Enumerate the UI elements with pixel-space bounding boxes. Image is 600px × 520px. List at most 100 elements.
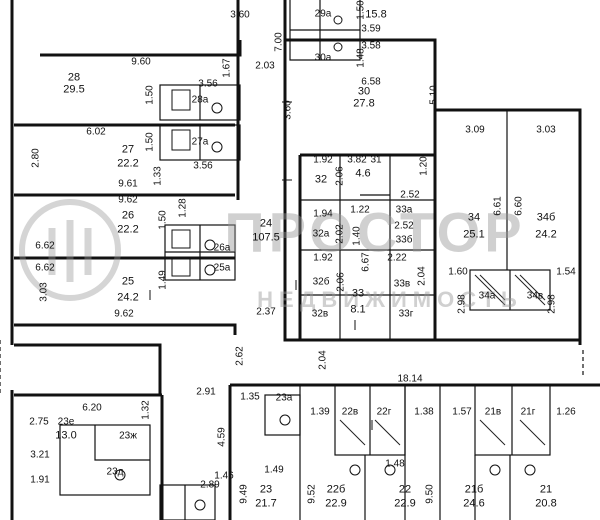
room-number: 21б [464,483,484,496]
dimension-label: 1.92 [313,154,333,166]
watermark-tagline: НЕДВИЖИМОСТЬ [257,287,523,312]
room-area: 29.5 [63,83,85,96]
dimension-label: 1.92 [313,252,333,264]
room-number: 24 [259,217,273,230]
dimension-label: 6.61 [492,196,504,216]
room-number: 33в [393,278,411,290]
room-number: 21в [484,406,502,418]
room-number: 21 [539,483,553,496]
room-area: 22.2 [117,157,139,170]
room-area: 13.0 [55,429,77,442]
room-number: 33 [351,287,365,300]
room-number: 29а [314,8,332,20]
room-number: 33б [395,234,413,246]
dimension-label: 2.91 [196,386,216,398]
dimension-label: 5.10 [428,85,440,105]
room-number: 27а [191,136,209,148]
dimension-label: 6.02 [86,126,106,138]
room-number: 34б [536,211,556,224]
room-number: 32б [312,276,330,288]
room-number: 23ж [119,430,137,442]
room-number: 34в [526,290,544,302]
dimension-label: 2.06 [335,272,347,292]
dimension-label: 2.52 [400,189,420,201]
dimension-label: 2.06 [334,166,346,186]
room-number: 26а [213,242,231,254]
dimension-label: 3.60 [230,9,250,21]
dimension-label: 6.58 [361,76,381,88]
room-number: 23д [106,466,124,478]
dimension-label: 9.62 [118,194,138,206]
room-area: 24.2 [117,291,139,304]
dimension-label: 1.50 [157,210,169,230]
dimension-label: 1.54 [556,266,576,278]
dimension-label: 1.91 [30,474,50,486]
room-area: 8.1 [350,303,366,316]
wall [283,0,460,342]
dimension-label: 2.98 [546,294,558,314]
room-number: 30а [314,52,332,64]
room-area: 24.2 [535,228,557,241]
dimension-label: 1.46 [214,470,234,482]
wall [14,323,237,335]
dimension-label: 1.49 [157,270,169,290]
dimension-label: 1.35 [240,391,260,403]
room-number: 28а [191,94,209,106]
wall [40,40,242,57]
dimension-label: 6.62 [35,262,55,274]
room-number: 34 [467,211,481,224]
dimension-label: 2.89 [200,479,220,491]
room-area: 22.9 [394,497,416,510]
dimension-label: 7.00 [273,32,285,52]
room-number: 33г [398,308,414,320]
dimension-label: 9.60 [131,56,151,68]
room-number: 26 [121,209,135,222]
dimension-label: 1.26 [556,406,576,418]
dimension-label: 1.48 [385,458,405,470]
dimension-label: 2.22 [387,252,407,264]
dimension-label: 1.20 [418,156,430,176]
dimension-label: 3.58 [361,40,381,52]
dimension-label: 2.80 [30,148,42,168]
dimension-label: 2.62 [234,346,246,366]
room-area: 4.6 [355,167,371,180]
dimension-label: 1.94 [313,208,333,220]
dimension-label: 2.02 [334,224,346,244]
room-number: 22 [398,483,412,496]
dimension-label: 18.14 [397,373,423,385]
dimension-label: 1.38 [414,406,434,418]
dimension-label: 1.40 [351,226,363,246]
room-number: 31 [370,154,382,166]
room-number: 22в [341,406,359,418]
dimension-label: 1.28 [177,198,189,218]
dimension-label: 3.09 [465,124,485,136]
dimension-label: 1.57 [452,406,472,418]
room-number: 23а [275,392,293,404]
dimension-label: 2.04 [416,266,428,286]
dimension-label: 1.22 [350,204,370,216]
dimension-label: 1.50 [144,132,156,152]
room-area: 27.8 [353,97,375,110]
dimension-label: 2.37 [256,306,276,318]
room-area: 20.8 [535,497,557,510]
room-number: 22б [326,483,346,496]
dimension-label: 3.21 [30,449,50,461]
watermark-brand: ПРОСТОР [224,200,526,264]
dimension-label: 4.59 [216,427,228,447]
dimension-label: 9.52 [306,484,318,504]
dimension-label: 9.50 [424,484,436,504]
dimension-label: 2.98 [456,294,468,314]
room-number: 30 [357,85,371,98]
dimension-label: 2.03 [255,60,275,72]
room-number: 21г [520,406,536,418]
room-number: 25а [213,262,231,274]
room-number: 23 [259,483,273,496]
dimension-label: 1.60 [448,266,468,278]
dimension-label: 6.60 [513,196,525,216]
room-area: 15.8 [365,8,387,21]
dimension-label: 1.33 [152,166,164,186]
dimension-label: 9.62 [114,308,134,320]
